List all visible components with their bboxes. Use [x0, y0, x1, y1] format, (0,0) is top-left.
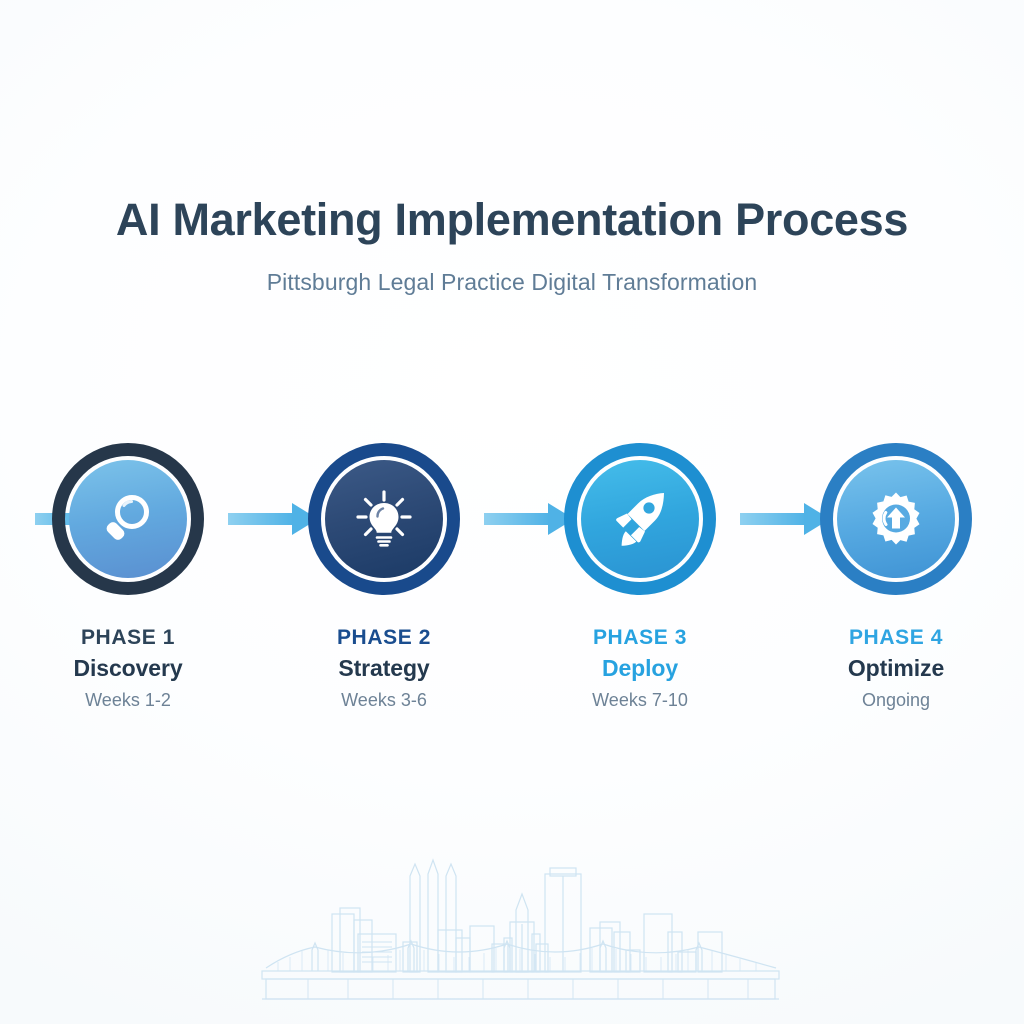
- pittsburgh-skyline-icon: [261, 858, 780, 1000]
- phase-4-timeframe: Ongoing: [861, 689, 931, 710]
- gear-arrow-up-icon: [872, 492, 920, 545]
- phase-1-name: Discovery: [73, 654, 183, 681]
- phase-step-1[interactable]: PHASE 1 Discovery Weeks 1-2: [0, 443, 256, 711]
- phase-3-timeframe: Weeks 7-10: [592, 689, 688, 710]
- phase-3-labels: PHASE 3 Deploy Weeks 7-10: [592, 626, 688, 711]
- header: AI Marketing Implementation Process Pitt…: [0, 196, 1024, 296]
- phase-4-badge[interactable]: [820, 443, 972, 595]
- process-flow: PHASE 1 Discovery Weeks 1-2: [0, 443, 1024, 733]
- phase-2-labels: PHASE 2 Strategy Weeks 3-6: [337, 626, 431, 711]
- phase-step-4[interactable]: PHASE 4 Optimize Ongoing: [768, 443, 1024, 711]
- phase-1-timeframe: Weeks 1-2: [85, 689, 171, 710]
- page-title: AI Marketing Implementation Process: [115, 194, 909, 245]
- phase-4-disc: [837, 460, 955, 578]
- phase-2-badge[interactable]: [308, 443, 460, 595]
- phase-3-number: PHASE 3: [592, 626, 688, 649]
- magnifying-glass-icon: [106, 495, 149, 540]
- phase-1-badge[interactable]: [52, 443, 204, 595]
- phase-1-disc: [69, 460, 187, 578]
- phase-step-2[interactable]: PHASE 2 Strategy Weeks 3-6: [256, 443, 512, 711]
- phase-3-name: Deploy: [601, 654, 679, 681]
- phase-4-name: Optimize: [847, 654, 945, 681]
- phase-1-number: PHASE 1: [80, 626, 176, 649]
- lightbulb-icon: [356, 490, 412, 547]
- phase-list: PHASE 1 Discovery Weeks 1-2: [0, 443, 1024, 711]
- rocket-icon: [616, 493, 664, 546]
- phase-3-badge[interactable]: [564, 443, 716, 595]
- phase-1-labels: PHASE 1 Discovery Weeks 1-2: [73, 626, 182, 711]
- phase-2-timeframe: Weeks 3-6: [341, 689, 427, 710]
- phase-3-disc: [581, 460, 699, 578]
- phase-4-number: PHASE 4: [848, 626, 944, 649]
- phase-4-labels: PHASE 4 Optimize Ongoing: [848, 626, 944, 711]
- phase-step-3[interactable]: PHASE 3 Deploy Weeks 7-10: [512, 443, 768, 711]
- phase-2-disc: [325, 460, 443, 578]
- phase-2-number: PHASE 2: [336, 626, 432, 649]
- phase-2-name: Strategy: [338, 654, 430, 681]
- page-subtitle: Pittsburgh Legal Practice Digital Transf…: [266, 269, 758, 296]
